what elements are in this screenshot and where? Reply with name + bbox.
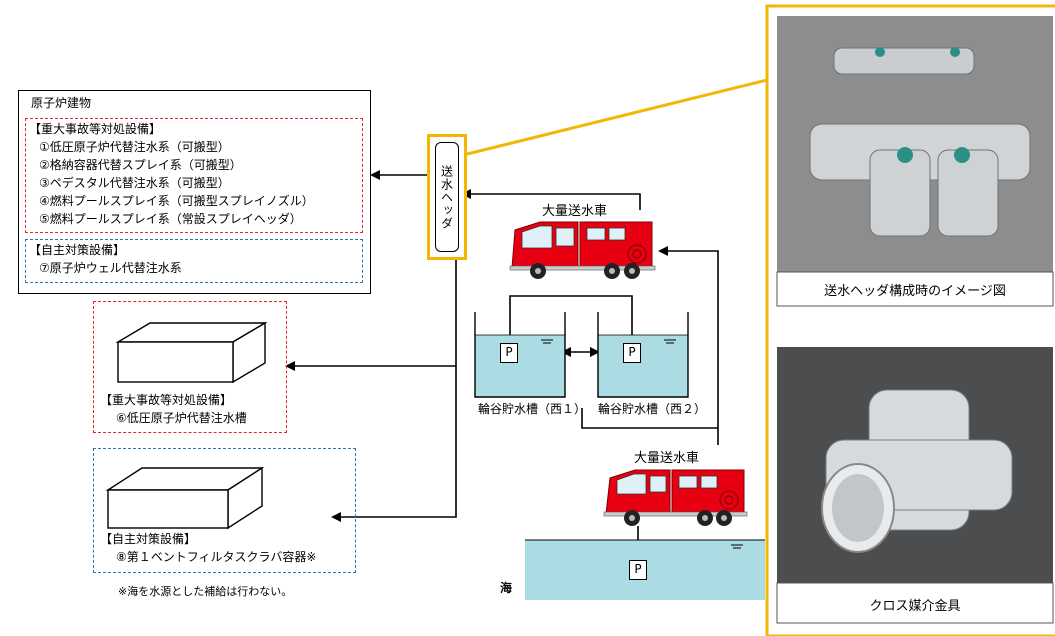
footnote: ※海を水源とした補給は行わない。: [118, 585, 293, 598]
voluntary-item-7: ⑦原子炉ウェル代替注水系: [39, 261, 182, 275]
suction-line-upper-truck: [509, 295, 633, 343]
sa-item-5: ⑤燃料プールスプレイ系（常設スプレイヘッダ）: [39, 212, 302, 226]
reactor-building-title: 原子炉建物: [31, 96, 92, 110]
truck-lower-icon: [603, 469, 748, 526]
header-unit-frame: 送水ヘッダ: [427, 134, 467, 260]
tank-header: 【重大事故等対処設備】: [100, 393, 233, 407]
header-unit-label: 送水ヘッダ: [439, 164, 454, 230]
flow-lower-truck-to-upper-truck: [658, 246, 719, 445]
photo-frame: [765, 4, 1055, 636]
flow-truck-to-header: [461, 189, 641, 210]
sa-header: 【重大事故等対処設備】: [29, 122, 162, 136]
filter-header: 【自主対策設備】: [100, 532, 197, 546]
filter-cuboid: [105, 466, 265, 530]
truck-lower-label: 大量送水車: [634, 451, 700, 466]
header-unit: 送水ヘッダ: [435, 142, 459, 252]
voluntary-equipment-box: 【自主対策設備】 ⑦原子炉ウェル代替注水系: [25, 239, 363, 283]
sa-item-1: ①低圧原子炉代替注水系（可搬型）: [39, 140, 230, 154]
reactor-building-box: 原子炉建物 【重大事故等対処設備】 ①低圧原子炉代替注水系（可搬型） ②格納容器…: [18, 90, 371, 294]
photo-cross-fitting: [777, 347, 1053, 583]
pool-west1: [474, 312, 566, 398]
tank-label: ⑥低圧原子炉代替注水槽: [116, 411, 247, 425]
voluntary-header: 【自主対策設備】: [29, 243, 126, 257]
photo-top-caption: 送水ヘッダ構成時のイメージ図: [824, 284, 1006, 299]
flow-lower-truck-to-pool: [581, 408, 718, 429]
tank-equipment-box: 【重大事故等対処設備】 ⑥低圧原子炉代替注水槽: [93, 301, 287, 433]
pump-west2: P: [623, 343, 641, 363]
flow-header-to-filter: [331, 366, 457, 522]
truck-upper-icon: [509, 221, 656, 279]
callout-line: [462, 78, 768, 157]
sa-equipment-box: 【重大事故等対処設備】 ①低圧原子炉代替注水系（可搬型） ②格納容器代替スプレイ…: [25, 118, 363, 233]
pool-west2: [597, 312, 689, 398]
pump-west1: P: [500, 343, 518, 363]
filter-label: ⑧第１ベントフィルタスクラバ容器※: [116, 550, 317, 564]
sa-item-4: ④燃料プールスプレイ系（可搬型スプレイノズル）: [39, 194, 314, 208]
tank-cuboid: [115, 321, 268, 384]
sa-item-3: ③ペデスタル代替注水系（可搬型）: [39, 176, 230, 190]
sea-label: 海: [500, 581, 513, 595]
filter-equipment-box: 【自主対策設備】 ⑧第１ベントフィルタスクラバ容器※: [93, 448, 356, 573]
truck-upper-label: 大量送水車: [542, 204, 608, 219]
photo-bottom-caption: クロス媒介金具: [869, 599, 961, 614]
photo-header-assembly: [777, 16, 1053, 272]
pool-west2-label: 輪谷貯水槽（西２）: [598, 402, 707, 416]
sa-item-2: ②格納容器代替スプレイ系（可搬型）: [39, 158, 242, 172]
pool-west1-label: 輪谷貯水槽（西１）: [478, 402, 587, 416]
pump-sea: P: [629, 560, 647, 580]
